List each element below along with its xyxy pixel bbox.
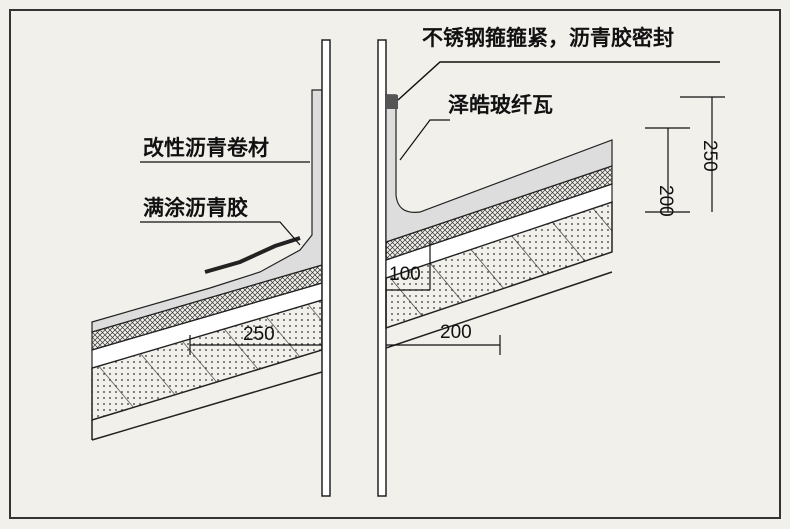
left-pipe-wall xyxy=(321,39,331,497)
adhesive-label: 满涂沥青胶 xyxy=(143,196,248,220)
steel-clamp xyxy=(386,95,398,109)
left-ceiling-line xyxy=(91,371,323,441)
left-deck-hatch xyxy=(92,300,322,420)
right-roof-section xyxy=(385,94,613,349)
shingle-label: 泽皓玻纤瓦 xyxy=(448,93,553,117)
shingle-leader xyxy=(399,119,450,161)
right-pipe-wall xyxy=(377,39,387,497)
dim-left-horizontal: 250 xyxy=(243,324,275,345)
frame-border xyxy=(9,9,781,519)
dim-right-horizontal: 200 xyxy=(440,322,472,343)
clamp-leader xyxy=(397,61,720,101)
right-membrane xyxy=(385,94,613,243)
left-shingle-edge xyxy=(204,236,301,274)
dim-right-upturn: 100 xyxy=(389,264,421,285)
dim-vertical-outer: 250 xyxy=(699,140,720,172)
clamp-note-label: 不锈钢箍箍紧，沥青胶密封 xyxy=(422,26,674,50)
membrane-label: 改性沥青卷材 xyxy=(143,136,269,160)
left-roof-section xyxy=(91,89,323,441)
dim-vertical-inner: 200 xyxy=(655,185,676,217)
right-ceiling-line xyxy=(385,271,613,349)
left-membrane xyxy=(91,89,323,333)
right-deck-hatch xyxy=(386,202,612,328)
dimension-lines xyxy=(189,96,725,355)
adhesive-leader xyxy=(140,221,301,246)
